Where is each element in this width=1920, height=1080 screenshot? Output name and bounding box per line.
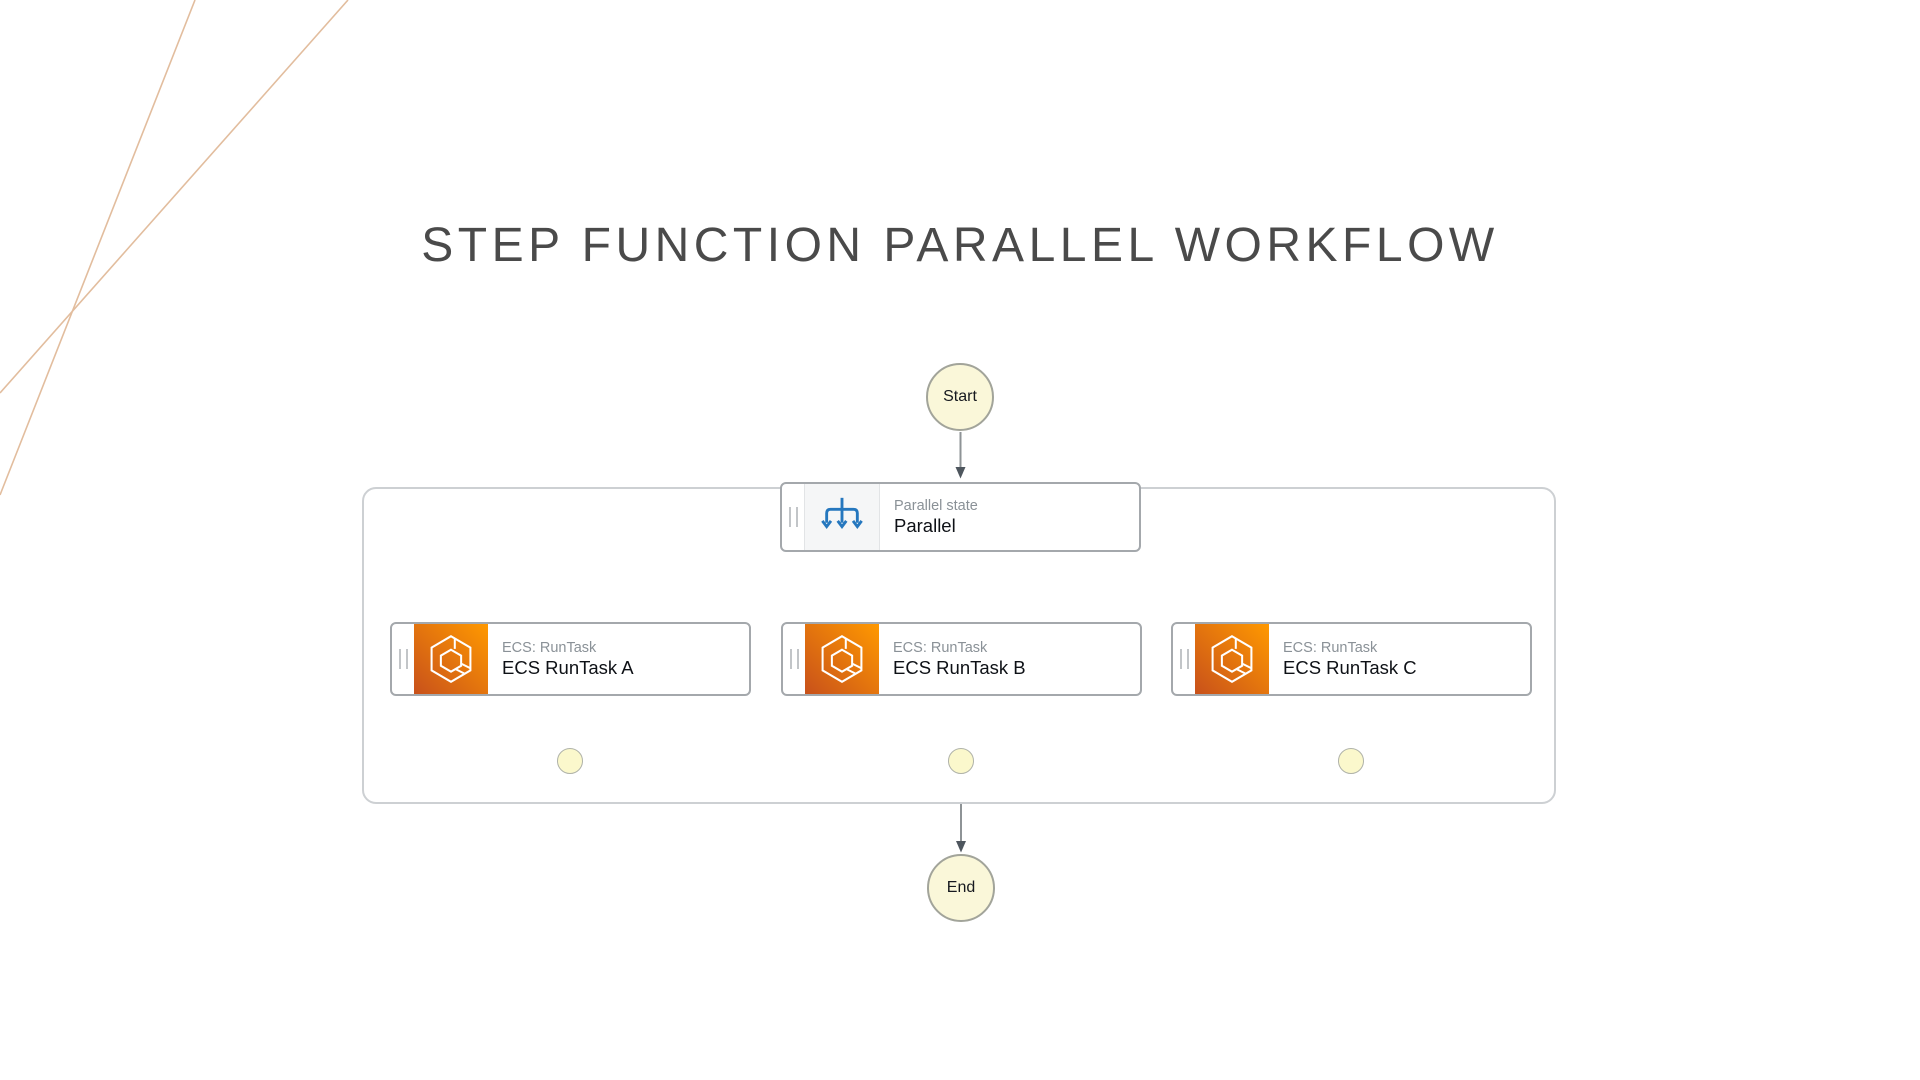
task-node-ecs-runtask-a[interactable]: ECS: RunTask ECS RunTask A — [390, 622, 751, 696]
decorative-line-2 — [0, 0, 349, 394]
task-node-ecs-runtask-c[interactable]: ECS: RunTask ECS RunTask C — [1171, 622, 1532, 696]
task-type-label: ECS: RunTask — [1283, 639, 1378, 656]
branch-end-dot-c — [1338, 748, 1364, 774]
ecs-icon — [1195, 624, 1269, 694]
end-state: End — [927, 854, 995, 922]
end-state-label: End — [946, 879, 976, 896]
ecs-icon — [414, 624, 488, 694]
drag-handle-icon[interactable] — [392, 624, 414, 694]
page-title: STEP FUNCTION PARALLEL WORKFLOW — [421, 219, 1499, 272]
decorative-line-1 — [0, 0, 196, 496]
task-name-label: ECS RunTask B — [893, 657, 1026, 678]
task-name-label: ECS RunTask A — [502, 657, 634, 678]
parallel-name-label: Parallel — [894, 515, 956, 536]
branch-end-dot-b — [948, 748, 974, 774]
parallel-state-node[interactable]: Parallel state Parallel — [780, 482, 1141, 552]
ecs-icon — [805, 624, 879, 694]
drag-handle-icon[interactable] — [782, 484, 804, 550]
task-node-ecs-runtask-b[interactable]: ECS: RunTask ECS RunTask B — [781, 622, 1142, 696]
parallel-branch-icon — [804, 484, 880, 550]
task-type-label: ECS: RunTask — [502, 639, 597, 656]
task-name-label: ECS RunTask C — [1283, 657, 1417, 678]
drag-handle-icon[interactable] — [1173, 624, 1195, 694]
branch-end-dot-a — [557, 748, 583, 774]
start-state-label: Start — [943, 388, 977, 405]
parallel-type-label: Parallel state — [894, 497, 978, 514]
start-state: Start — [926, 363, 994, 431]
task-type-label: ECS: RunTask — [893, 639, 988, 656]
drag-handle-icon[interactable] — [783, 624, 805, 694]
